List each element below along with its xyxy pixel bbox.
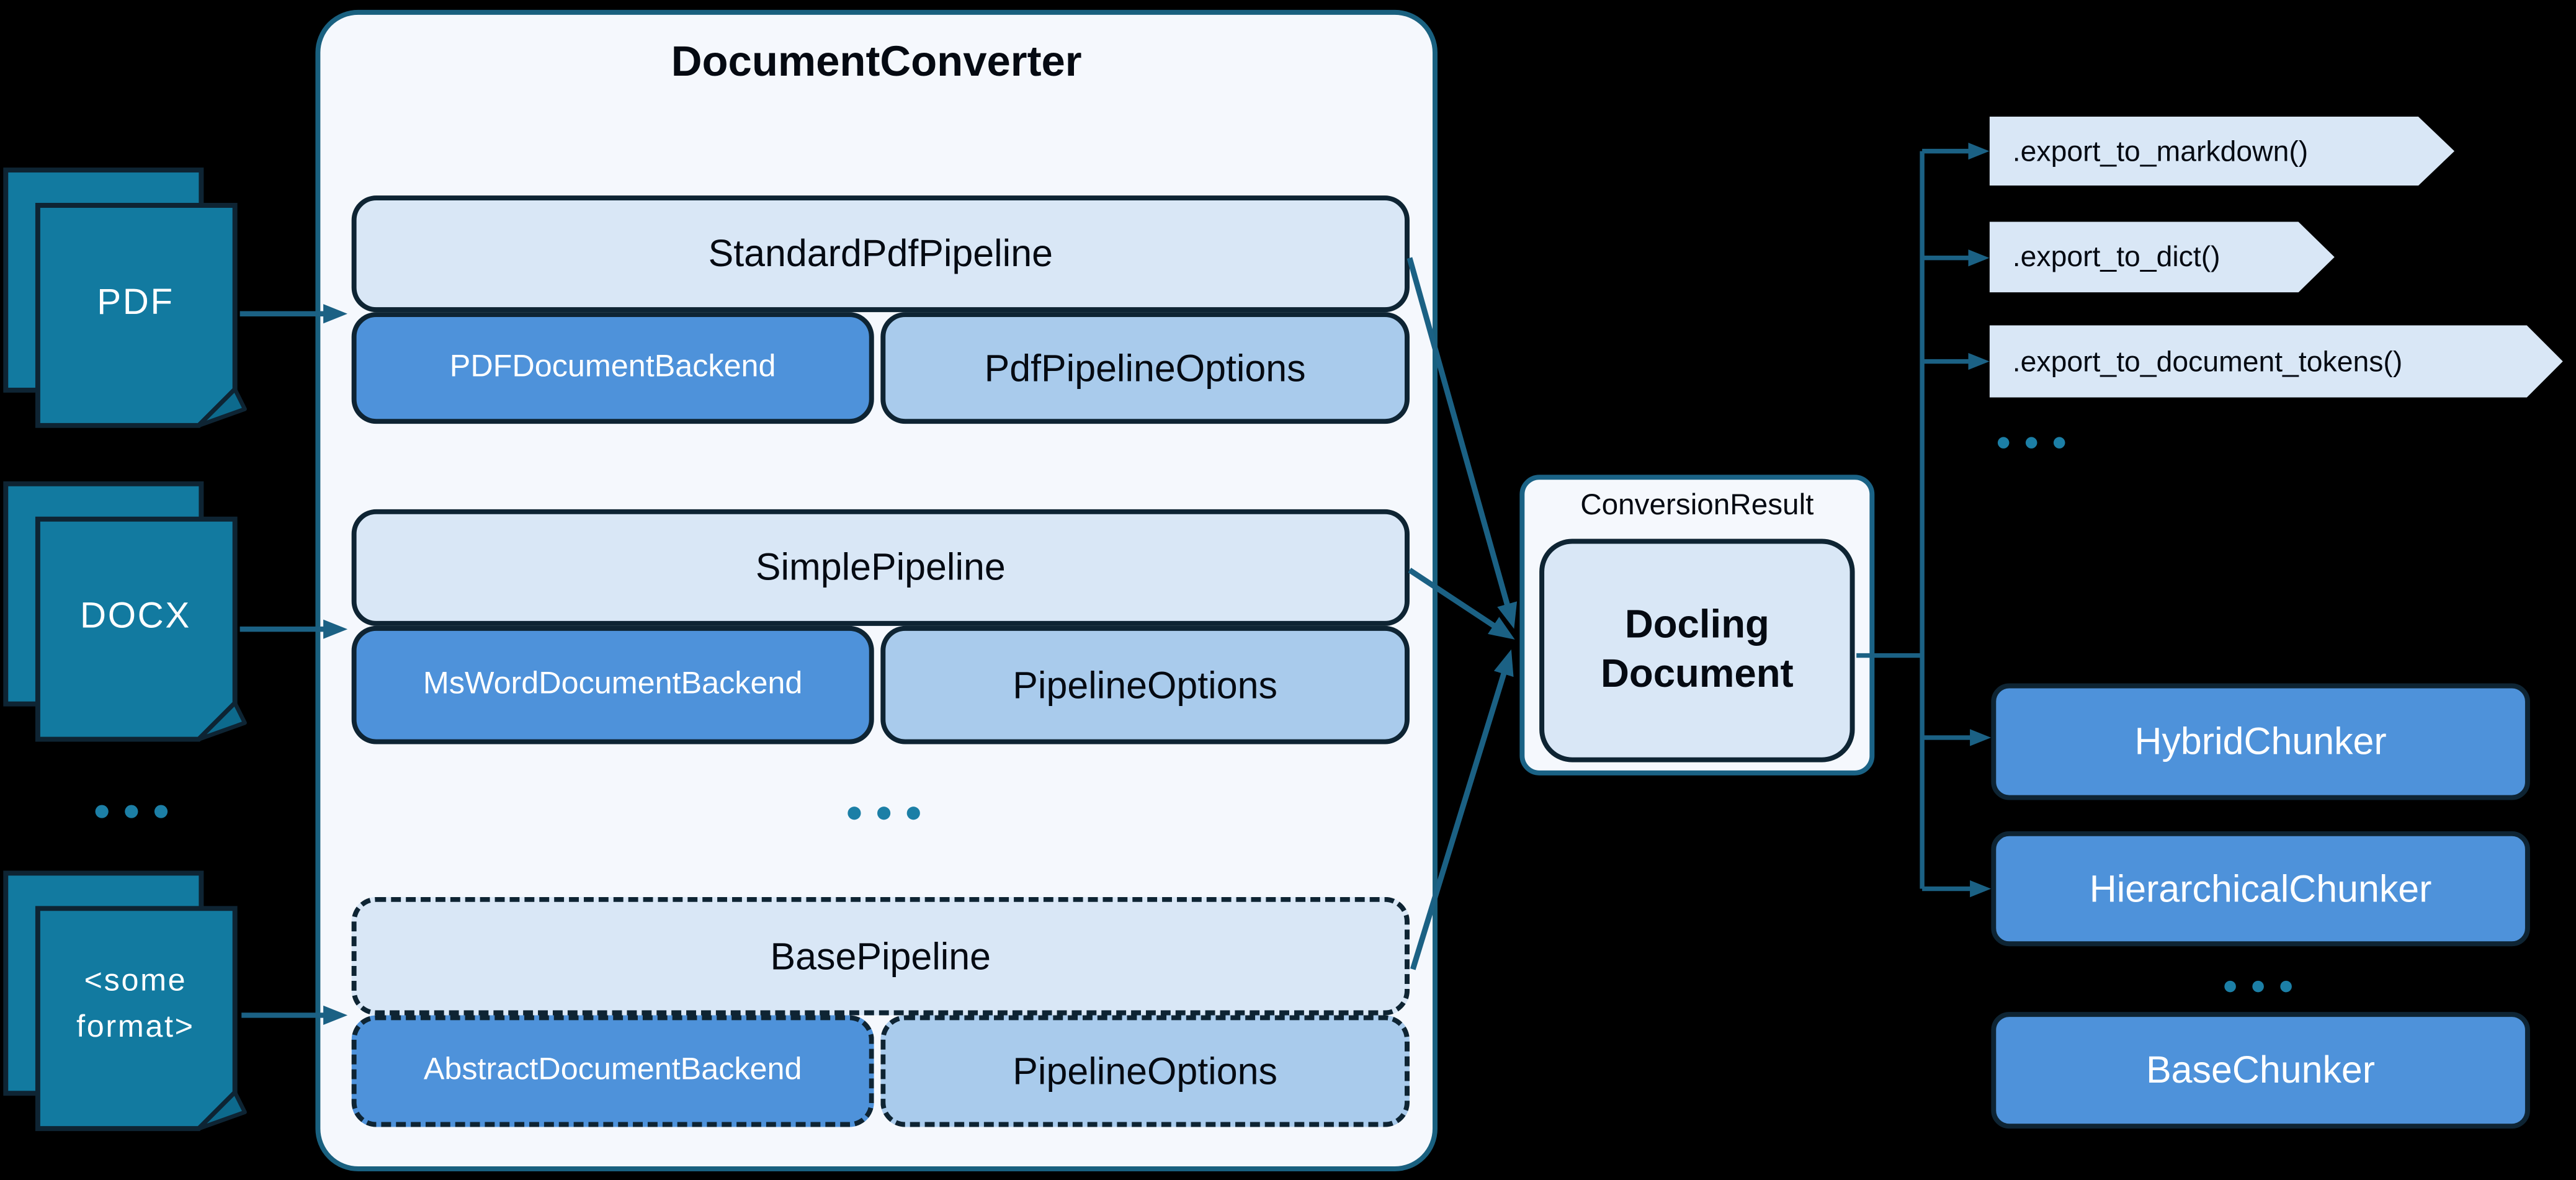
pipeline-simple: SimplePipeline xyxy=(351,509,1410,626)
base-chunker-box: BaseChunker xyxy=(1991,1012,2530,1129)
chunkers-ellipsis-dots xyxy=(2224,980,2292,993)
dot xyxy=(847,807,861,820)
dot xyxy=(877,807,891,820)
dot xyxy=(95,805,109,818)
export-to-document-tokens-tag: .export_to_document_tokens() xyxy=(1990,325,2563,398)
export-to-markdown-tag: .export_to_markdown() xyxy=(1990,117,2454,185)
dot xyxy=(2025,437,2037,449)
docling-document-box: Docling Document xyxy=(1539,539,1855,762)
document-converter-title: DocumentConverter xyxy=(671,36,1082,86)
export-to-dict-tag: .export_to_dict() xyxy=(1990,221,2335,292)
dot xyxy=(125,805,138,818)
source-some-format: <some format> xyxy=(3,870,253,1137)
hierarchical-chunker-box: HierarchicalChunker xyxy=(1991,831,2530,947)
fanout-trunk-line xyxy=(1856,151,1925,889)
document-stack-icon xyxy=(3,168,247,428)
conversion-result-label: ConversionResult xyxy=(1580,488,1814,521)
backend-msword-document: MsWordDocumentBackend xyxy=(351,625,874,744)
dot xyxy=(2252,980,2264,993)
source-pdf-label: PDF xyxy=(97,280,174,323)
options-pipeline: PipelineOptions xyxy=(880,625,1410,744)
document-stack-icon xyxy=(3,481,247,742)
document-stack-icon xyxy=(3,870,247,1132)
arrow-simple-pipeline-to-result xyxy=(1408,568,1515,640)
options-base-pipeline: PipelineOptions xyxy=(880,1015,1410,1127)
converter-ellipsis-dots xyxy=(847,807,920,820)
backend-abstract-document: AbstractDocumentBackend xyxy=(351,1015,874,1127)
dot xyxy=(154,805,168,818)
source-docx: DOCX xyxy=(3,481,253,748)
source-some-format-text: <some format> xyxy=(76,965,195,1045)
source-ellipsis-dots xyxy=(95,805,168,818)
docling-document-label: Docling Document xyxy=(1600,602,1794,697)
dot xyxy=(1997,437,2010,449)
exports-ellipsis-dots xyxy=(1997,437,2065,449)
source-docx-label: DOCX xyxy=(80,594,191,636)
hybrid-chunker-box: HybridChunker xyxy=(1991,683,2530,800)
source-pdf: PDF xyxy=(3,168,253,434)
dot xyxy=(2053,437,2065,449)
dot xyxy=(906,807,920,820)
pipeline-base: BasePipeline xyxy=(351,896,1410,1016)
arrow-standard-pipeline-to-result xyxy=(1407,257,1518,629)
options-pdf-pipeline: PdfPipelineOptions xyxy=(880,312,1410,424)
source-some-format-label: <some format> xyxy=(36,905,235,1129)
pipeline-standard-pdf: StandardPdfPipeline xyxy=(351,195,1410,313)
dot xyxy=(2224,980,2236,993)
arrow-base-pipeline-to-result xyxy=(1410,649,1514,970)
backend-pdf-document: PDFDocumentBackend xyxy=(351,312,874,424)
dot xyxy=(2280,980,2292,993)
